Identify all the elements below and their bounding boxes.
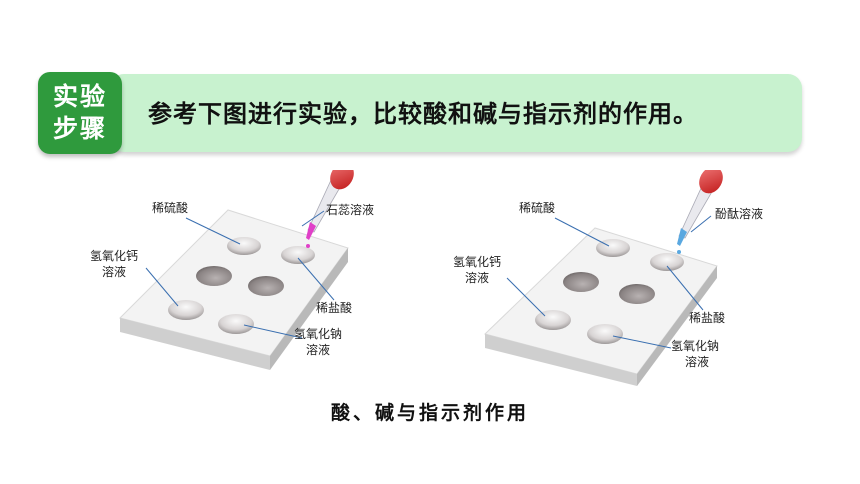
label-dilute-hydrochloric: 稀盐酸 [316,300,352,315]
well-calcium-hydroxide [168,300,204,320]
well-sodium-hydroxide [218,314,254,334]
label-sodium-hydroxide-2: 溶液 [306,342,330,357]
well-calcium-hydroxide [535,310,571,330]
label-sodium-hydroxide-2: 溶液 [685,354,709,369]
step-banner: 实验 步骤 参考下图进行实验，比较酸和碱与指示剂的作用。 [38,72,804,156]
well-dilute-hydrochloric [650,253,684,271]
spot-plate-litmus-figure: 稀硫酸 氢氧化钙 溶液 石蕊溶液 稀盐酸 氢氧化钠 溶液 [90,170,374,370]
spot-plate [119,209,349,370]
well-empty-2 [248,276,284,296]
figure-caption: 酸、碱与指示剂作用 [330,402,529,424]
well-empty-2 [619,284,655,304]
label-dilute-hydrochloric: 稀盐酸 [689,310,725,325]
badge-line-2: 步骤 [52,114,107,143]
label-calcium-hydroxide-2: 溶液 [102,264,126,279]
instruction-text: 参考下图进行实验，比较酸和碱与指示剂的作用。 [148,100,698,128]
label-phenolphthalein: 酚酞溶液 [715,206,763,221]
label-calcium-hydroxide-2: 溶液 [465,270,489,285]
dropper-phenolphthalein [677,170,723,254]
well-empty-1 [563,272,599,292]
label-sodium-hydroxide-1: 氢氧化钠 [671,338,719,353]
dropper-litmus [306,170,354,248]
label-sodium-hydroxide-1: 氢氧化钠 [294,326,342,341]
spot-plate-phenolphthalein-figure: 稀硫酸 氢氧化钙 溶液 酚酞溶液 稀盐酸 氢氧化钠 溶液 [453,170,763,386]
well-dilute-hydrochloric [281,246,315,264]
label-dilute-sulfuric: 稀硫酸 [519,200,555,215]
well-empty-1 [196,266,232,286]
label-calcium-hydroxide-1: 氢氧化钙 [453,254,501,269]
step-badge: 实验 步骤 [38,72,122,154]
label-litmus: 石蕊溶液 [326,202,374,217]
label-calcium-hydroxide-1: 氢氧化钙 [90,248,138,263]
badge-line-1: 实验 [52,82,107,111]
well-sodium-hydroxide [587,324,623,344]
instruction-panel [110,74,802,152]
label-dilute-sulfuric: 稀硫酸 [152,200,188,215]
